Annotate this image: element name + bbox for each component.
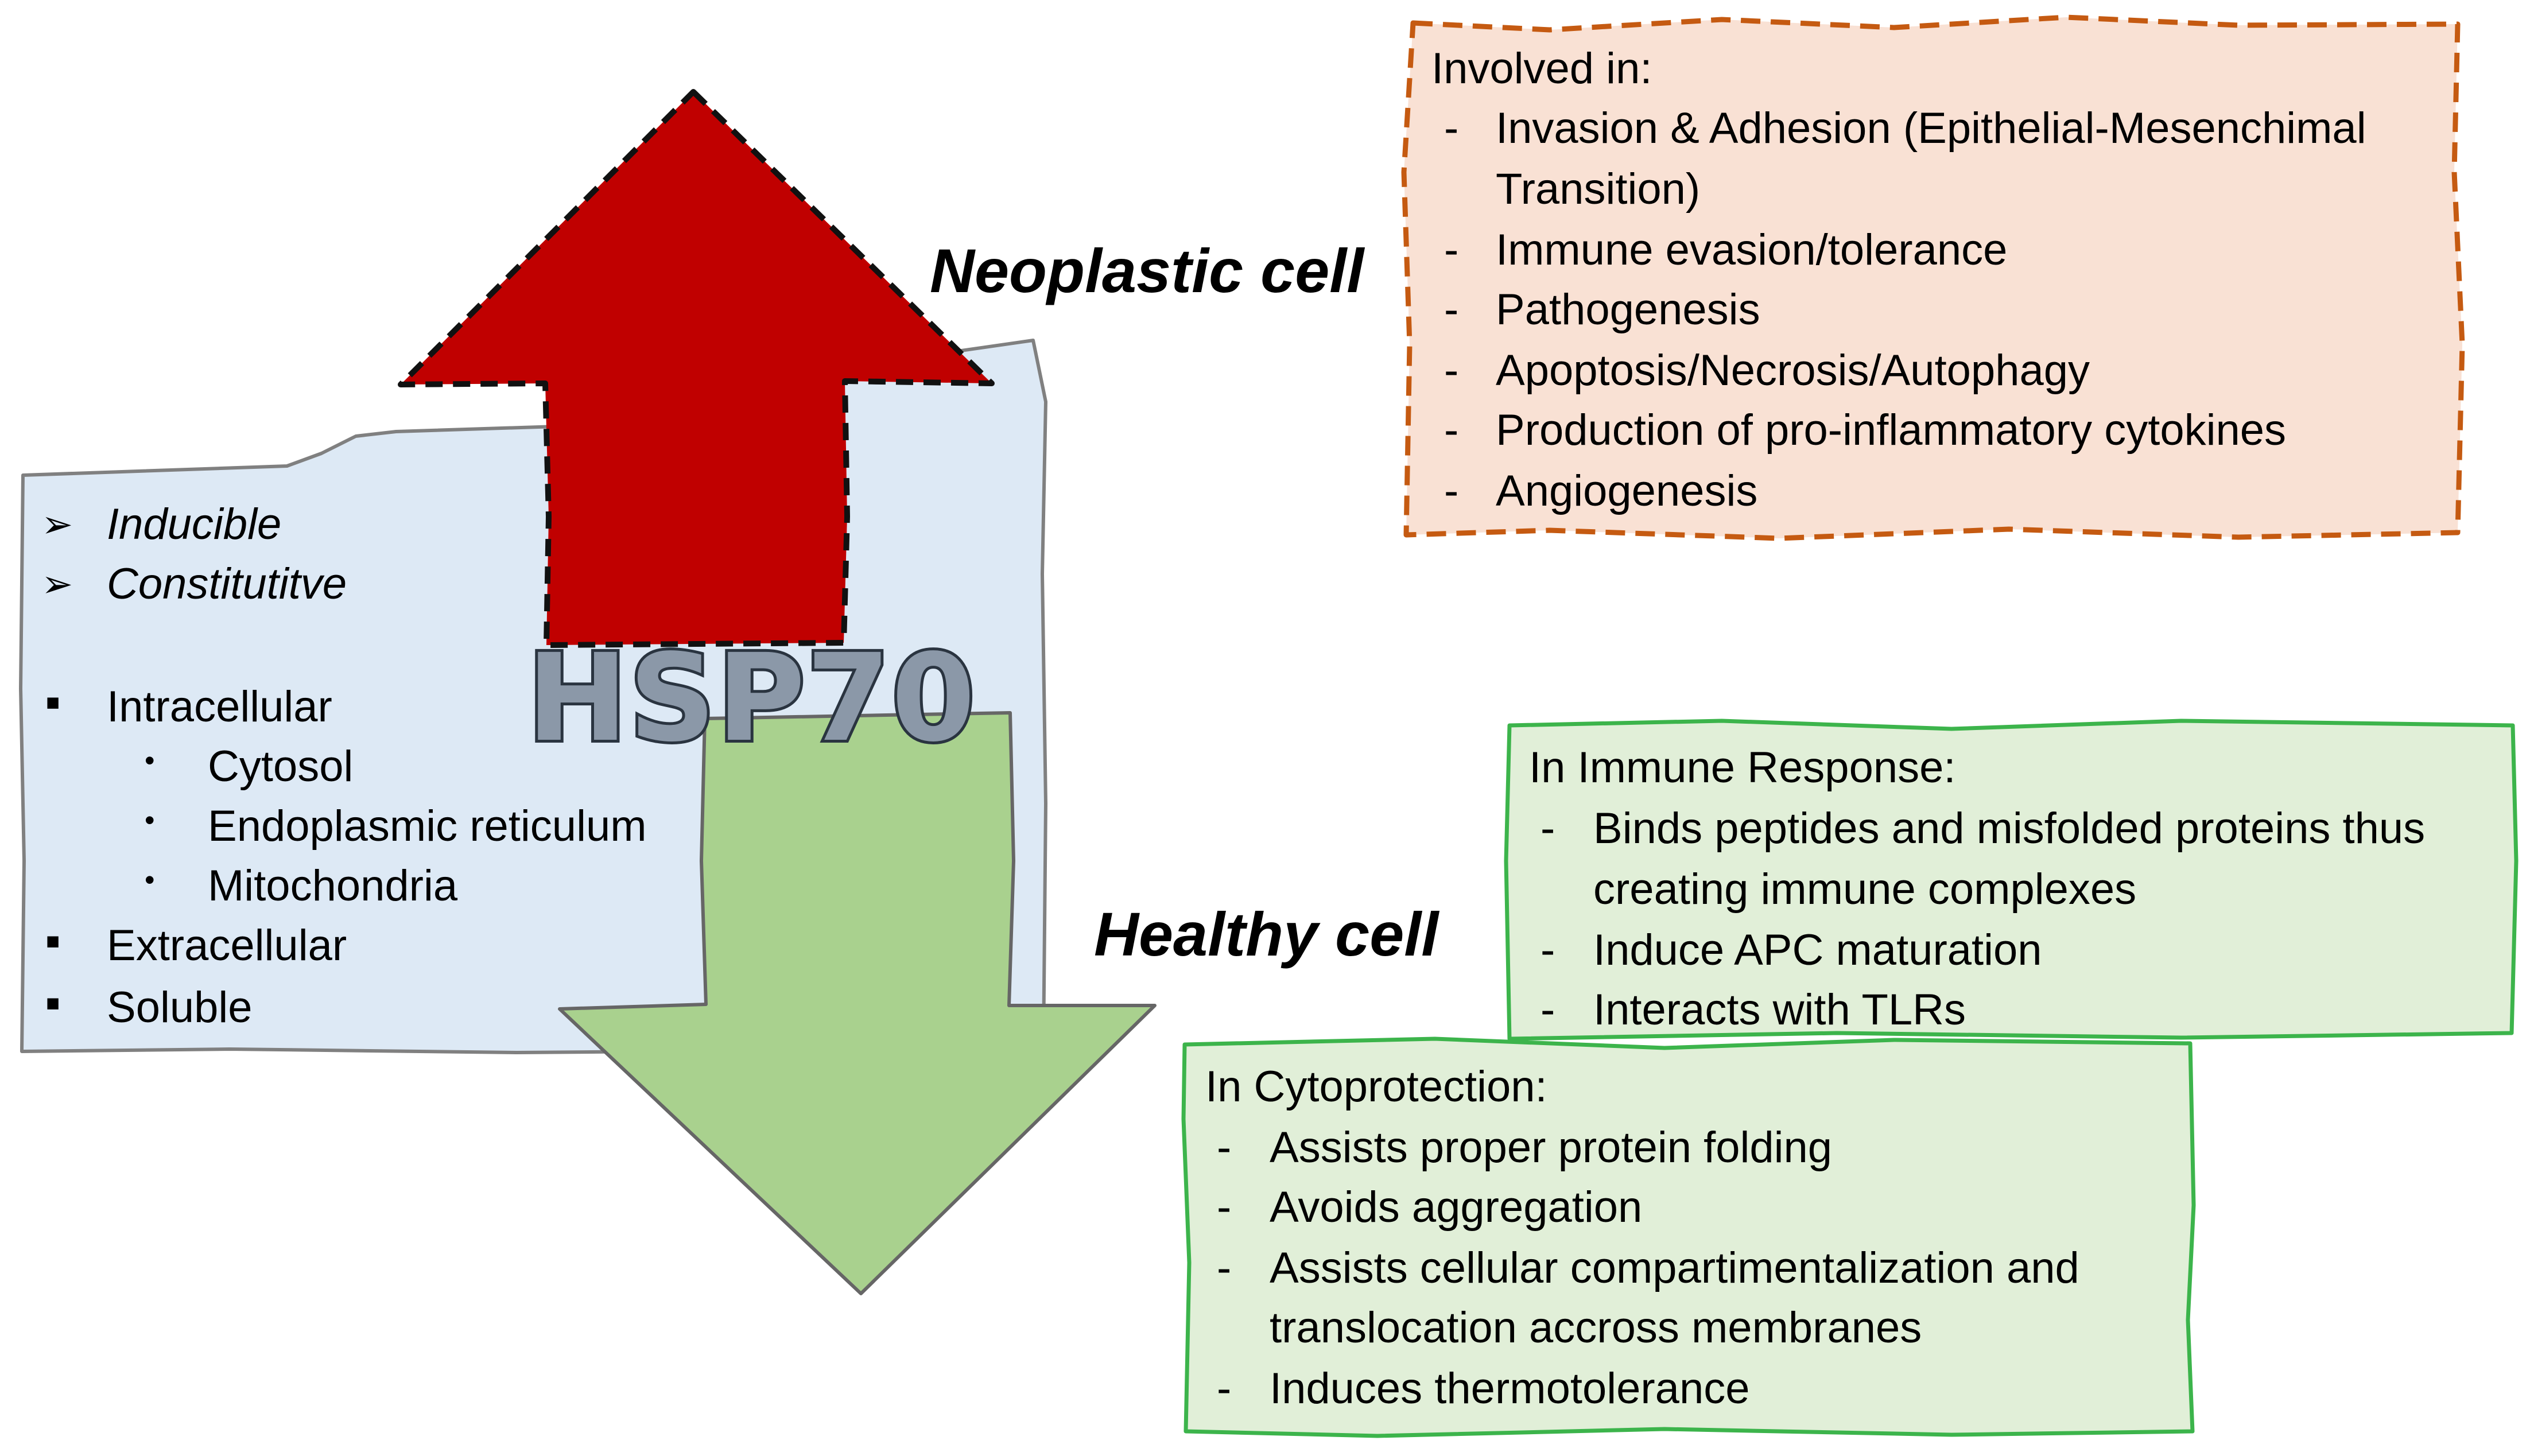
dash-bullet: - — [1444, 467, 1459, 515]
location-extracellular: Extracellular — [107, 921, 347, 970]
dot-bullet-icon: • — [145, 744, 155, 776]
dash-bullet: - — [1444, 104, 1459, 153]
dash-bullet: - — [1444, 346, 1459, 395]
square-bullet-icon: ■ — [46, 929, 60, 954]
cyto-item: Avoids aggregation — [1270, 1183, 1643, 1232]
healthy-down-arrow — [558, 711, 1157, 1295]
dash-bullet: - — [1217, 1364, 1232, 1413]
location-intracellular: Intracellular — [107, 682, 332, 731]
immune-item: Binds peptides and misfolded proteins th… — [1593, 804, 2426, 853]
dot-bullet-icon: • — [145, 804, 155, 836]
cytoprotection-box — [1181, 1036, 2196, 1438]
dash-bullet: - — [1444, 285, 1459, 334]
cyto-item: Induces thermotolerance — [1270, 1364, 1750, 1413]
dash-bullet: - — [1217, 1123, 1232, 1172]
cyto-item: translocation accross membranes — [1270, 1303, 1922, 1352]
dash-bullet: - — [1444, 406, 1459, 455]
cyto-box-title: In Cytoprotection: — [1205, 1062, 1547, 1111]
neoplastic-item: Immune evasion/tolerance — [1496, 226, 2008, 274]
hsp70-label: HSP70 — [524, 628, 978, 768]
immune-item: Induce APC maturation — [1593, 926, 2042, 974]
immune-item: Interacts with TLRs — [1593, 985, 1966, 1034]
neoplastic-up-arrow — [398, 89, 995, 648]
sub-cytosol: Cytosol — [208, 742, 354, 791]
neoplastic-box-title: Involved in: — [1431, 44, 1652, 93]
healthy-cell-heading: Healthy cell — [1094, 899, 1439, 969]
immune-box-title: In Immune Response: — [1529, 743, 1956, 792]
cyto-item: Assists proper protein folding — [1270, 1123, 1833, 1172]
square-bullet-icon: ■ — [46, 991, 60, 1016]
dash-bullet: - — [1540, 926, 1555, 974]
sub-endoplasmic-reticulum: Endoplasmic reticulum — [208, 802, 647, 851]
arrow-bullet-icon: ➢ — [41, 503, 73, 545]
immune-response-box — [1504, 719, 2519, 1041]
neoplastic-item: Apoptosis/Necrosis/Autophagy — [1496, 346, 2090, 395]
arrow-bullet-icon: ➢ — [41, 562, 73, 605]
type-constitutive: Constitutitve — [107, 560, 347, 608]
dash-bullet: - — [1444, 226, 1459, 274]
neoplastic-item: Transition) — [1496, 165, 1701, 213]
neoplastic-item: Production of pro-inflammatory cytokines — [1496, 406, 2287, 455]
immune-item: creating immune complexes — [1593, 865, 2137, 914]
neoplastic-box — [1401, 14, 2465, 541]
neoplastic-item: Invasion & Adhesion (Epithelial-Mesenchi… — [1496, 104, 2366, 153]
dash-bullet: - — [1540, 804, 1555, 853]
neoplastic-item: Pathogenesis — [1496, 285, 1760, 334]
cyto-item: Assists cellular compartimentalization a… — [1270, 1244, 2079, 1292]
neoplastic-item: Angiogenesis — [1496, 467, 1758, 515]
sub-mitochondria: Mitochondria — [208, 861, 458, 910]
location-soluble: Soluble — [107, 983, 253, 1032]
square-bullet-icon: ■ — [46, 690, 60, 715]
dash-bullet: - — [1540, 985, 1555, 1034]
dot-bullet-icon: • — [145, 864, 155, 896]
dash-bullet: - — [1217, 1183, 1232, 1232]
neoplastic-cell-heading: Neoplastic cell — [930, 236, 1364, 305]
dash-bullet: - — [1217, 1244, 1232, 1292]
type-inducible: Inducible — [107, 500, 282, 549]
